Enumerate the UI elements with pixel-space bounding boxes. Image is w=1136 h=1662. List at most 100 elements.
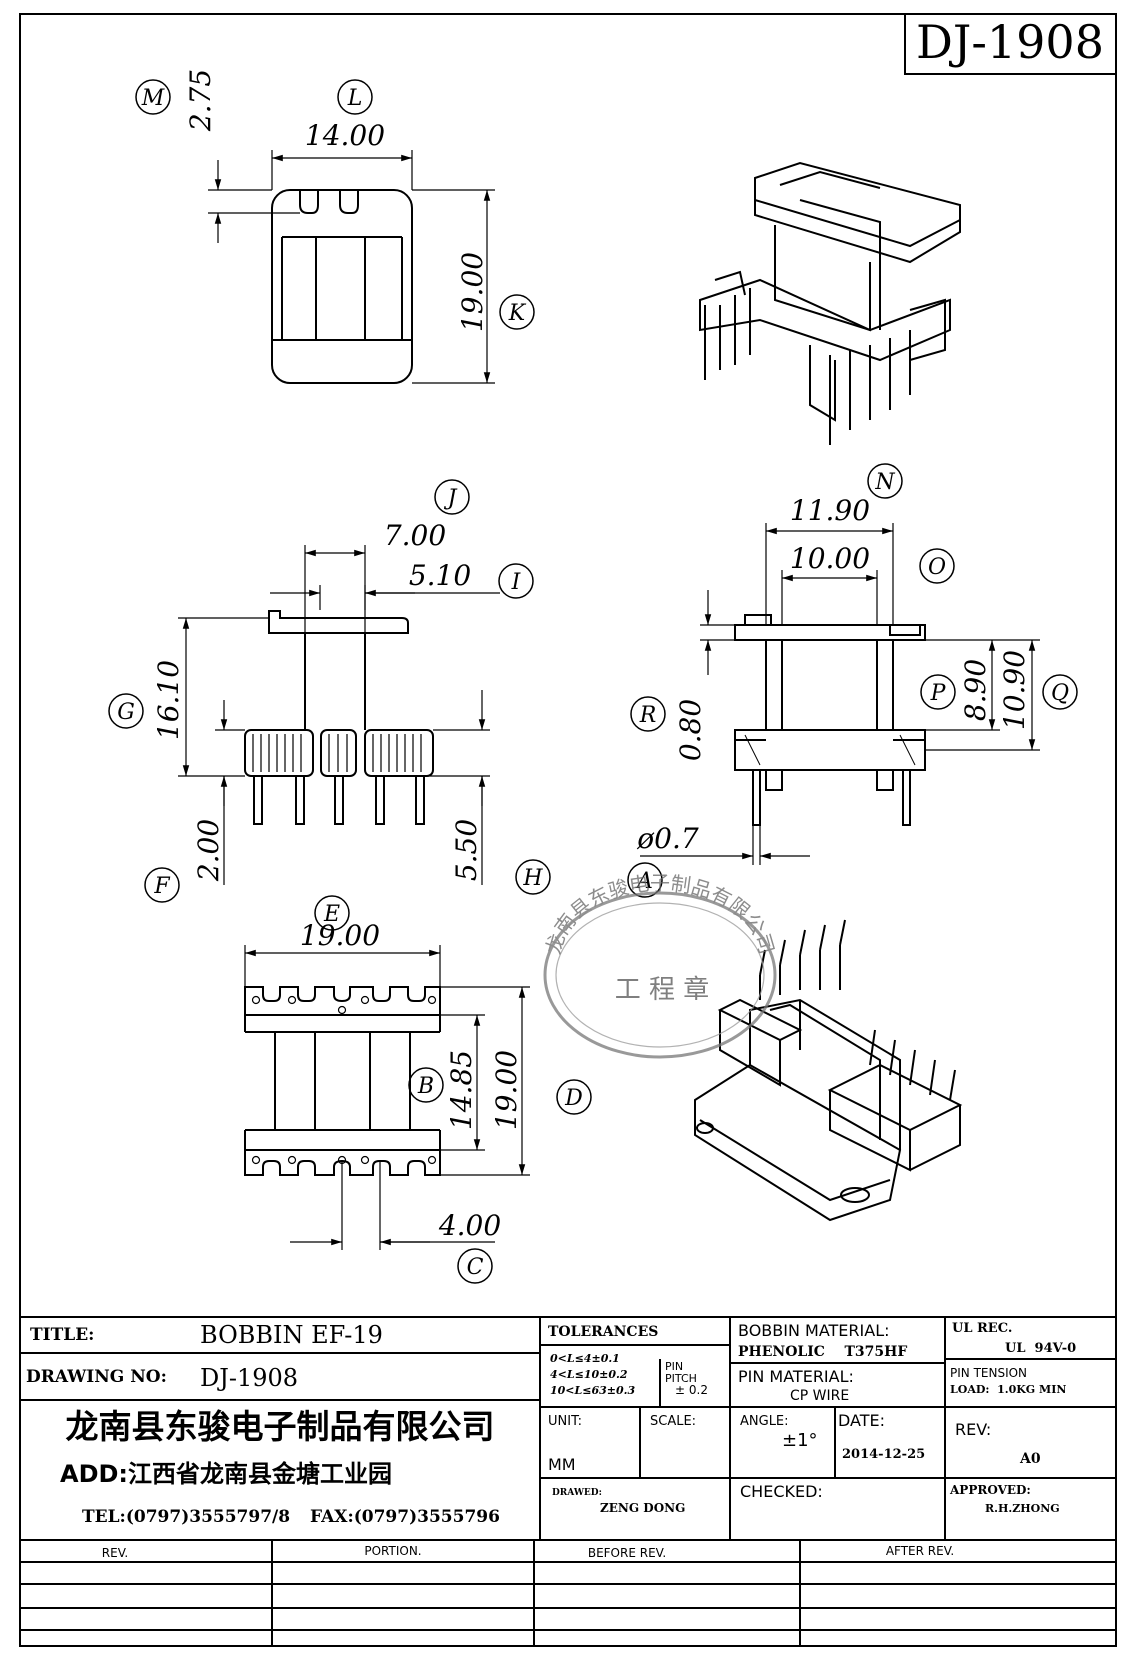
svg-text:F: F: [153, 874, 170, 899]
rev-table-header-rev: REV.: [102, 1546, 128, 1560]
company-tel: TEL:(0797)3555797/8: [82, 1507, 290, 1527]
top-view: [271, 189, 413, 384]
callout-c: C: [457, 1248, 493, 1284]
checked-label: CHECKED:: [740, 1482, 823, 1501]
svg-text:O: O: [928, 555, 946, 580]
pin-pitch-label-1: PIN: [665, 1360, 683, 1373]
dim-j: 7.00: [384, 519, 446, 552]
dim-a: ø0.7: [636, 822, 699, 855]
dim-r: 0.80: [674, 699, 707, 761]
engineering-seal: 龙南县东骏电子制品有限公司 工 程 章: [541, 871, 779, 1059]
dim-i: 5.10: [409, 559, 471, 592]
approved-label: APPROVED:: [949, 1483, 1031, 1497]
drawn-label: DRAWED:: [552, 1488, 602, 1498]
dim-o: 10.00: [790, 542, 870, 575]
angle-value: ±1°: [782, 1430, 818, 1451]
callout-r: R: [630, 696, 666, 732]
callout-d: D: [556, 1079, 592, 1115]
ul-value: UL 94V-0: [1005, 1341, 1076, 1356]
dim-p: 8.90: [959, 659, 992, 721]
dim-h: 5.50: [450, 819, 483, 881]
date-label: DATE:: [838, 1411, 885, 1430]
svg-text:M: M: [141, 86, 165, 111]
unit-label: UNIT:: [548, 1414, 582, 1429]
callout-f: F: [144, 867, 180, 903]
callout-k: K: [499, 294, 535, 330]
company-address: ADD:江西省龙南县金塘工业园: [60, 1460, 392, 1488]
dim-d: 19.00: [490, 1050, 523, 1130]
svg-text:C: C: [467, 1255, 484, 1280]
callout-m: M: [135, 79, 171, 115]
date-value: 2014-12-25: [842, 1447, 925, 1462]
svg-text:L: L: [347, 86, 363, 111]
callout-n: N: [867, 463, 903, 499]
rev-label: REV:: [955, 1420, 991, 1439]
callout-p: P: [920, 674, 956, 710]
rev-table-header-after: AFTER REV.: [886, 1544, 954, 1558]
dim-l: 14.00: [305, 119, 385, 152]
bottom-view-dims: [244, 945, 530, 1250]
iso-view-top: [699, 161, 961, 445]
bottom-view: [244, 986, 441, 1176]
dim-b: 14.85: [445, 1050, 478, 1130]
tolerances-label: TOLERANCES: [548, 1324, 658, 1340]
dim-q: 10.90: [998, 650, 1031, 730]
pin-pitch-label-2: PITCH: [665, 1372, 697, 1385]
ul-label: UL REC.: [952, 1321, 1012, 1336]
drawing-number-text: DJ-1908: [916, 15, 1104, 69]
callout-g: G: [108, 693, 144, 729]
pin-material-label: PIN MATERIAL:: [738, 1367, 854, 1386]
company-name: 龙南县东骏电子制品有限公司: [66, 1407, 495, 1446]
svg-text:H: H: [522, 866, 543, 891]
pin-tension-label: PIN TENSION: [950, 1366, 1027, 1380]
sheet-border: [19, 13, 1117, 1647]
dim-n: 11.90: [790, 494, 870, 527]
tolerance-line-1: 0<L≤4±0.1: [550, 1352, 620, 1365]
side-view: [244, 610, 434, 825]
seal-ring-text: 龙南县东骏电子制品有限公司: [541, 871, 779, 957]
tolerance-line-2: 4<L≤10±0.2: [550, 1368, 628, 1381]
dim-f: 2.00: [192, 819, 225, 882]
scale-label: SCALE:: [650, 1414, 696, 1429]
seal-center-text: 工 程 章: [615, 975, 710, 1005]
iso-view-bottom: [694, 919, 963, 1222]
svg-text:N: N: [874, 470, 895, 495]
callout-j: J: [434, 479, 470, 515]
end-view: [734, 614, 926, 826]
approved-value: R.H.ZHONG: [985, 1502, 1060, 1515]
dim-e: 19.00: [300, 919, 380, 952]
svg-text:Q: Q: [1051, 681, 1069, 706]
company-fax: FAX:(0797)3555796: [310, 1507, 500, 1527]
rev-table-header-before: BEFORE REV.: [588, 1546, 666, 1560]
svg-text:P: P: [930, 681, 947, 706]
callout-a: A: [627, 862, 663, 898]
callout-h: H: [515, 859, 551, 895]
unit-value: MM: [548, 1455, 576, 1474]
svg-text:R: R: [639, 703, 657, 728]
callout-e: E: [314, 895, 350, 931]
svg-text:K: K: [508, 301, 527, 326]
svg-text:J: J: [444, 486, 458, 511]
svg-text:B: B: [417, 1074, 434, 1099]
dim-k: 19.00: [456, 252, 489, 332]
bobbin-material-value: PHENOLIC T375HF: [738, 1344, 907, 1360]
title-block: [20, 1316, 1116, 1646]
pin-tension-value: LOAD: 1.0KG MIN: [950, 1383, 1066, 1396]
drawing-number-box: DJ-1908: [904, 13, 1117, 75]
dim-m: 2.75: [184, 69, 217, 132]
callout-l: L: [337, 79, 373, 115]
drawn-value: ZENG DONG: [600, 1501, 685, 1515]
angle-label: ANGLE:: [740, 1414, 789, 1429]
bobbin-material-label: BOBBIN MATERIAL:: [738, 1321, 890, 1340]
tolerance-line-3: 10<L≤63±0.3: [550, 1384, 635, 1397]
dim-c: 4.00: [438, 1209, 501, 1242]
drawing-no-value: DJ-1908: [200, 1364, 298, 1392]
svg-text:I: I: [511, 570, 522, 595]
rev-value: A0: [1019, 1451, 1041, 1467]
rev-table-header-portion: PORTION.: [364, 1544, 421, 1558]
callout-o: O: [919, 548, 955, 584]
svg-text:龙南县东骏电子制品有限公司: 龙南县东骏电子制品有限公司: [541, 871, 779, 957]
title-value: BOBBIN EF-19: [200, 1321, 383, 1349]
callout-q: Q: [1042, 674, 1078, 710]
